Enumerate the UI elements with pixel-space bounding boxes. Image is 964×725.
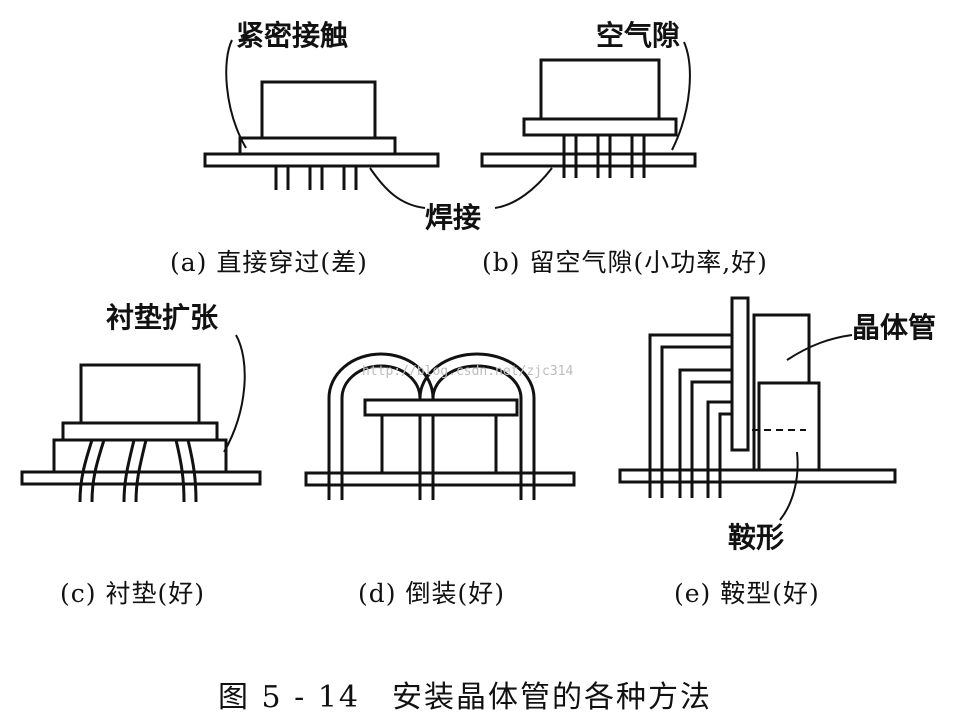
label-spacer-expand: 衬垫扩张 xyxy=(106,301,219,334)
diagram-a-direct xyxy=(203,39,440,190)
label-saddle: 鞍形 xyxy=(728,521,785,554)
flange-d xyxy=(363,398,519,417)
board-b xyxy=(480,152,697,168)
diagram-b-airgap xyxy=(480,41,697,178)
label-weld: 焊接 xyxy=(425,201,482,234)
caption-d: (d) 倒装(好) xyxy=(358,579,505,608)
leads-b xyxy=(562,135,646,178)
watermark: http://blog.csdn.net/zjc314 xyxy=(362,364,574,379)
leads-c xyxy=(78,439,198,503)
diagram-e-saddle xyxy=(618,296,897,521)
diagram-d-inverted xyxy=(304,352,576,500)
flange-e xyxy=(730,296,750,452)
diagram-c-spacer xyxy=(20,334,262,503)
transistor-body-c xyxy=(79,363,201,425)
leader-spacer-c xyxy=(223,334,246,453)
flange-a xyxy=(238,136,397,156)
caption-b: (b) 留空气隙(小功率,好) xyxy=(482,248,768,277)
leads-a xyxy=(274,166,358,190)
label-transistor: 晶体管 xyxy=(852,311,937,344)
transistor-body-a xyxy=(260,80,377,140)
leader-contact-a xyxy=(225,39,247,149)
transistor-body-d xyxy=(380,413,498,475)
leaders-weld xyxy=(369,167,553,209)
label-tight-contact: 紧密接触 xyxy=(236,19,349,52)
saddle-bracket-e xyxy=(757,381,821,472)
leads-d xyxy=(327,352,536,500)
board-a xyxy=(203,152,440,168)
transistor-body-b xyxy=(539,58,661,121)
leader-transistor-e xyxy=(786,334,853,361)
caption-e: (e) 鞍型(好) xyxy=(674,579,820,608)
leads-e xyxy=(648,333,732,498)
figure-title: 图 5 - 14 安装晶体管的各种方法 xyxy=(218,680,713,715)
flange-b xyxy=(522,117,678,137)
board-c xyxy=(20,470,262,486)
label-air-gap: 空气隙 xyxy=(596,19,681,52)
flange-c xyxy=(61,421,219,442)
caption-c: (c) 衬垫(好) xyxy=(60,579,205,608)
caption-a: (a) 直接穿过(差) xyxy=(170,248,368,277)
leader-saddle-e xyxy=(779,451,799,521)
leader-gap-b xyxy=(671,41,691,151)
